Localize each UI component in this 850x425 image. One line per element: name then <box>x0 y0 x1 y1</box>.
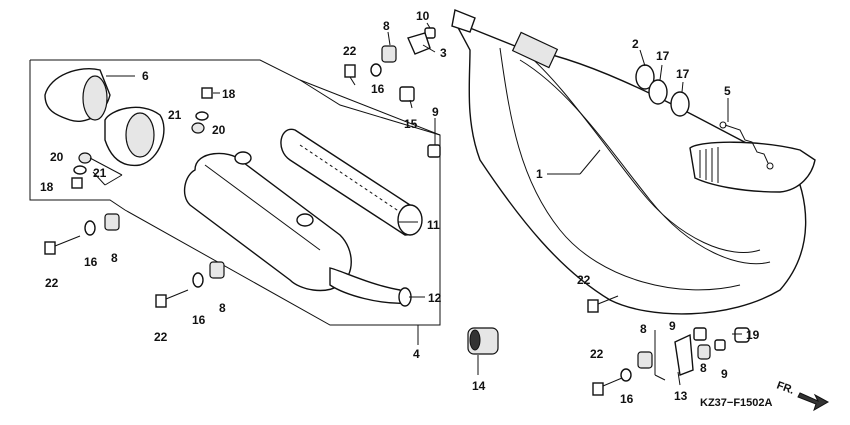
callout-22-d: 22 <box>577 273 591 287</box>
washer-part-21-b <box>73 165 87 175</box>
muffler-group-inner-line <box>299 79 441 136</box>
callout-13: 13 <box>674 389 688 403</box>
callout-4: 4 <box>413 347 420 361</box>
bolt-part-22-e <box>592 377 623 396</box>
muffler-group-outline <box>29 59 441 326</box>
washer-part-16-c <box>192 272 204 288</box>
callout-16-a: 16 <box>371 82 385 96</box>
collar-part-8-d <box>637 351 653 369</box>
callout-12: 12 <box>428 291 442 305</box>
callout-8-c: 8 <box>219 301 226 315</box>
callout-8-e: 8 <box>700 361 707 375</box>
grommet-part-20-a <box>191 122 205 134</box>
collar-part-8-b <box>104 213 120 231</box>
bolt-part-22-d <box>587 295 619 313</box>
callout-5: 5 <box>724 84 731 98</box>
callout-20-a: 20 <box>212 123 226 137</box>
spring-part-5 <box>719 121 774 170</box>
silencer-packing-part-11 <box>280 128 423 236</box>
callout-19: 19 <box>746 328 760 342</box>
callout-22-e: 22 <box>590 347 604 361</box>
nut-part-9-b <box>693 327 707 341</box>
callout-17-a: 17 <box>656 49 670 63</box>
callout-16-d: 16 <box>620 392 634 406</box>
muffler-body <box>183 151 412 307</box>
end-cap-part-6 <box>44 68 111 122</box>
bolt-part-22-a <box>344 64 356 86</box>
grommet-part-14 <box>467 327 499 355</box>
callout-22-a: 22 <box>343 44 357 58</box>
callout-16-c: 16 <box>192 313 206 327</box>
direction-label: FR. <box>775 380 796 397</box>
leader-lines <box>89 22 742 386</box>
collar-part-8-e <box>697 344 711 360</box>
bolt-part-22-b <box>44 235 81 255</box>
callout-6: 6 <box>142 69 149 83</box>
nut-part-9-c <box>714 339 726 351</box>
callout-16-b: 16 <box>84 255 98 269</box>
callout-11: 11 <box>427 218 440 232</box>
arrow-icon <box>797 392 830 412</box>
bolt-part-18-b <box>71 177 83 189</box>
callout-2: 2 <box>632 37 639 51</box>
gasket-part-17a <box>648 79 668 105</box>
gasket-part-17b <box>670 91 690 117</box>
callout-22-c: 22 <box>154 330 168 344</box>
nut-part-9-a <box>427 144 441 158</box>
callout-18-b: 18 <box>40 180 54 194</box>
callout-10: 10 <box>416 9 430 23</box>
stud-part-15 <box>399 86 415 102</box>
bracket-part-3 <box>407 32 431 55</box>
callout-1: 1 <box>536 167 543 181</box>
exhaust-pipe-part-1 <box>451 9 816 315</box>
collar-part-8-a <box>381 45 397 63</box>
grommet-part-20-b <box>78 152 92 164</box>
washer-part-16-b <box>84 220 96 236</box>
callout-18-a: 18 <box>222 87 236 101</box>
callout-21-b: 21 <box>93 166 107 180</box>
diagram-code: KZ37−F1502A <box>700 397 773 409</box>
callout-9-a: 9 <box>432 105 439 119</box>
gasket-part-13 <box>674 333 694 376</box>
end-cap-insert <box>104 106 165 167</box>
callout-8-b: 8 <box>111 251 118 265</box>
callout-labels: 1 2 3 4 5 6 8 8 8 8 8 9 9 9 10 11 12 13 … <box>40 9 760 406</box>
callout-15: 15 <box>404 117 418 131</box>
callout-20-b: 20 <box>50 150 64 164</box>
bolt-part-18-a <box>201 87 213 99</box>
callout-22-b: 22 <box>45 276 59 290</box>
callout-8-d: 8 <box>640 322 647 336</box>
collar-part-8-c <box>209 261 225 279</box>
washer-part-16-d <box>620 368 632 382</box>
callout-3: 3 <box>440 46 447 60</box>
callout-9-b: 9 <box>669 319 676 333</box>
callout-9-c: 9 <box>721 367 728 381</box>
washer-part-21-a <box>195 111 209 121</box>
nut-part-19 <box>734 327 750 343</box>
callout-17-b: 17 <box>676 67 690 81</box>
washer-part-16-a <box>370 63 382 77</box>
front-direction-arrow: FR. <box>775 380 830 412</box>
callout-8-a: 8 <box>383 19 390 33</box>
callout-14: 14 <box>472 379 486 393</box>
callout-21-a: 21 <box>168 108 182 122</box>
bolt-part-22-c <box>155 289 189 308</box>
